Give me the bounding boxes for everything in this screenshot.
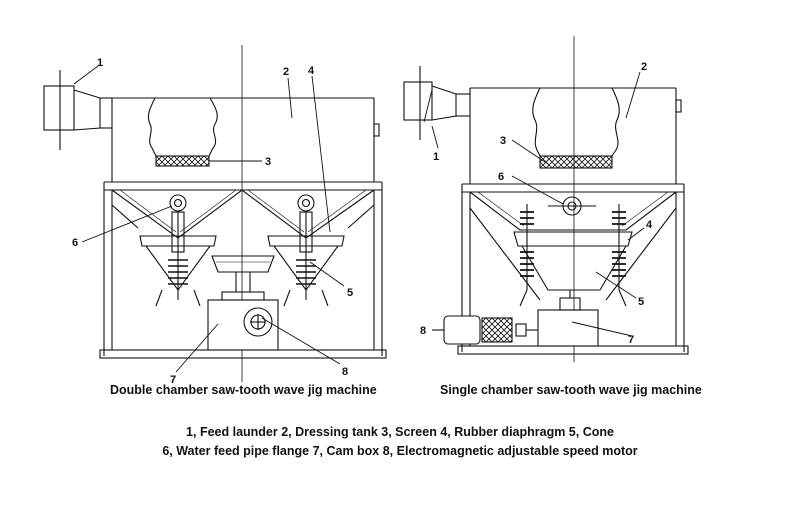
left-callout-7: 7 bbox=[170, 374, 176, 386]
left-callout-1: 1 bbox=[97, 57, 103, 69]
right-cam-box bbox=[537, 290, 599, 347]
right-machine-caption: Single chamber saw-tooth wave jig machin… bbox=[440, 383, 702, 397]
left-callout-6: 6 bbox=[72, 237, 78, 249]
left-leader-lines bbox=[73, 65, 345, 373]
left-callout-5: 5 bbox=[347, 287, 353, 299]
left-cam-tray bbox=[211, 255, 275, 273]
right-callout-2: 2 bbox=[641, 61, 647, 73]
right-callout-3: 3 bbox=[500, 135, 506, 147]
right-callout-8: 8 bbox=[420, 325, 426, 337]
left-cam-box bbox=[207, 272, 279, 351]
left-inner-body bbox=[147, 97, 218, 157]
left-chamber-a bbox=[139, 194, 217, 307]
right-callout-6: 6 bbox=[498, 171, 504, 183]
right-leader-lines bbox=[423, 71, 645, 337]
left-chamber-b bbox=[267, 194, 345, 307]
right-callout-1: 1 bbox=[433, 151, 439, 163]
right-callouts: 1 2 3 4 5 6 7 8 bbox=[420, 61, 653, 346]
left-callout-4: 4 bbox=[308, 65, 315, 77]
right-hopper bbox=[469, 191, 677, 231]
left-callout-8: 8 bbox=[342, 366, 348, 378]
right-motor bbox=[432, 315, 538, 345]
right-dressing-tank bbox=[461, 87, 685, 193]
left-machine-caption: Double chamber saw-tooth wave jig machin… bbox=[110, 383, 377, 397]
left-callout-3: 3 bbox=[265, 156, 271, 168]
left-callouts: 1 2 3 4 5 6 7 8 bbox=[72, 57, 353, 386]
left-feed-launder bbox=[43, 70, 112, 150]
left-callout-2: 2 bbox=[283, 66, 289, 78]
left-frame-legs bbox=[99, 190, 387, 359]
right-callout-5: 5 bbox=[638, 296, 644, 308]
left-screen bbox=[155, 155, 210, 167]
right-callout-4: 4 bbox=[646, 219, 653, 231]
legend-line-2: 6, Water feed pipe flange 7, Cam box 8, … bbox=[162, 444, 638, 458]
right-screen bbox=[539, 155, 613, 169]
legend-line-1: 1, Feed launder 2, Dressing tank 3, Scre… bbox=[186, 425, 614, 439]
right-inner-body bbox=[532, 87, 620, 157]
double-chamber-jig-drawing bbox=[43, 45, 387, 382]
right-diaphragm-cone bbox=[513, 204, 633, 307]
left-dressing-tank bbox=[103, 97, 383, 191]
right-callout-7: 7 bbox=[628, 334, 634, 346]
right-feed-launder bbox=[403, 66, 470, 140]
single-chamber-jig-drawing bbox=[403, 36, 689, 362]
